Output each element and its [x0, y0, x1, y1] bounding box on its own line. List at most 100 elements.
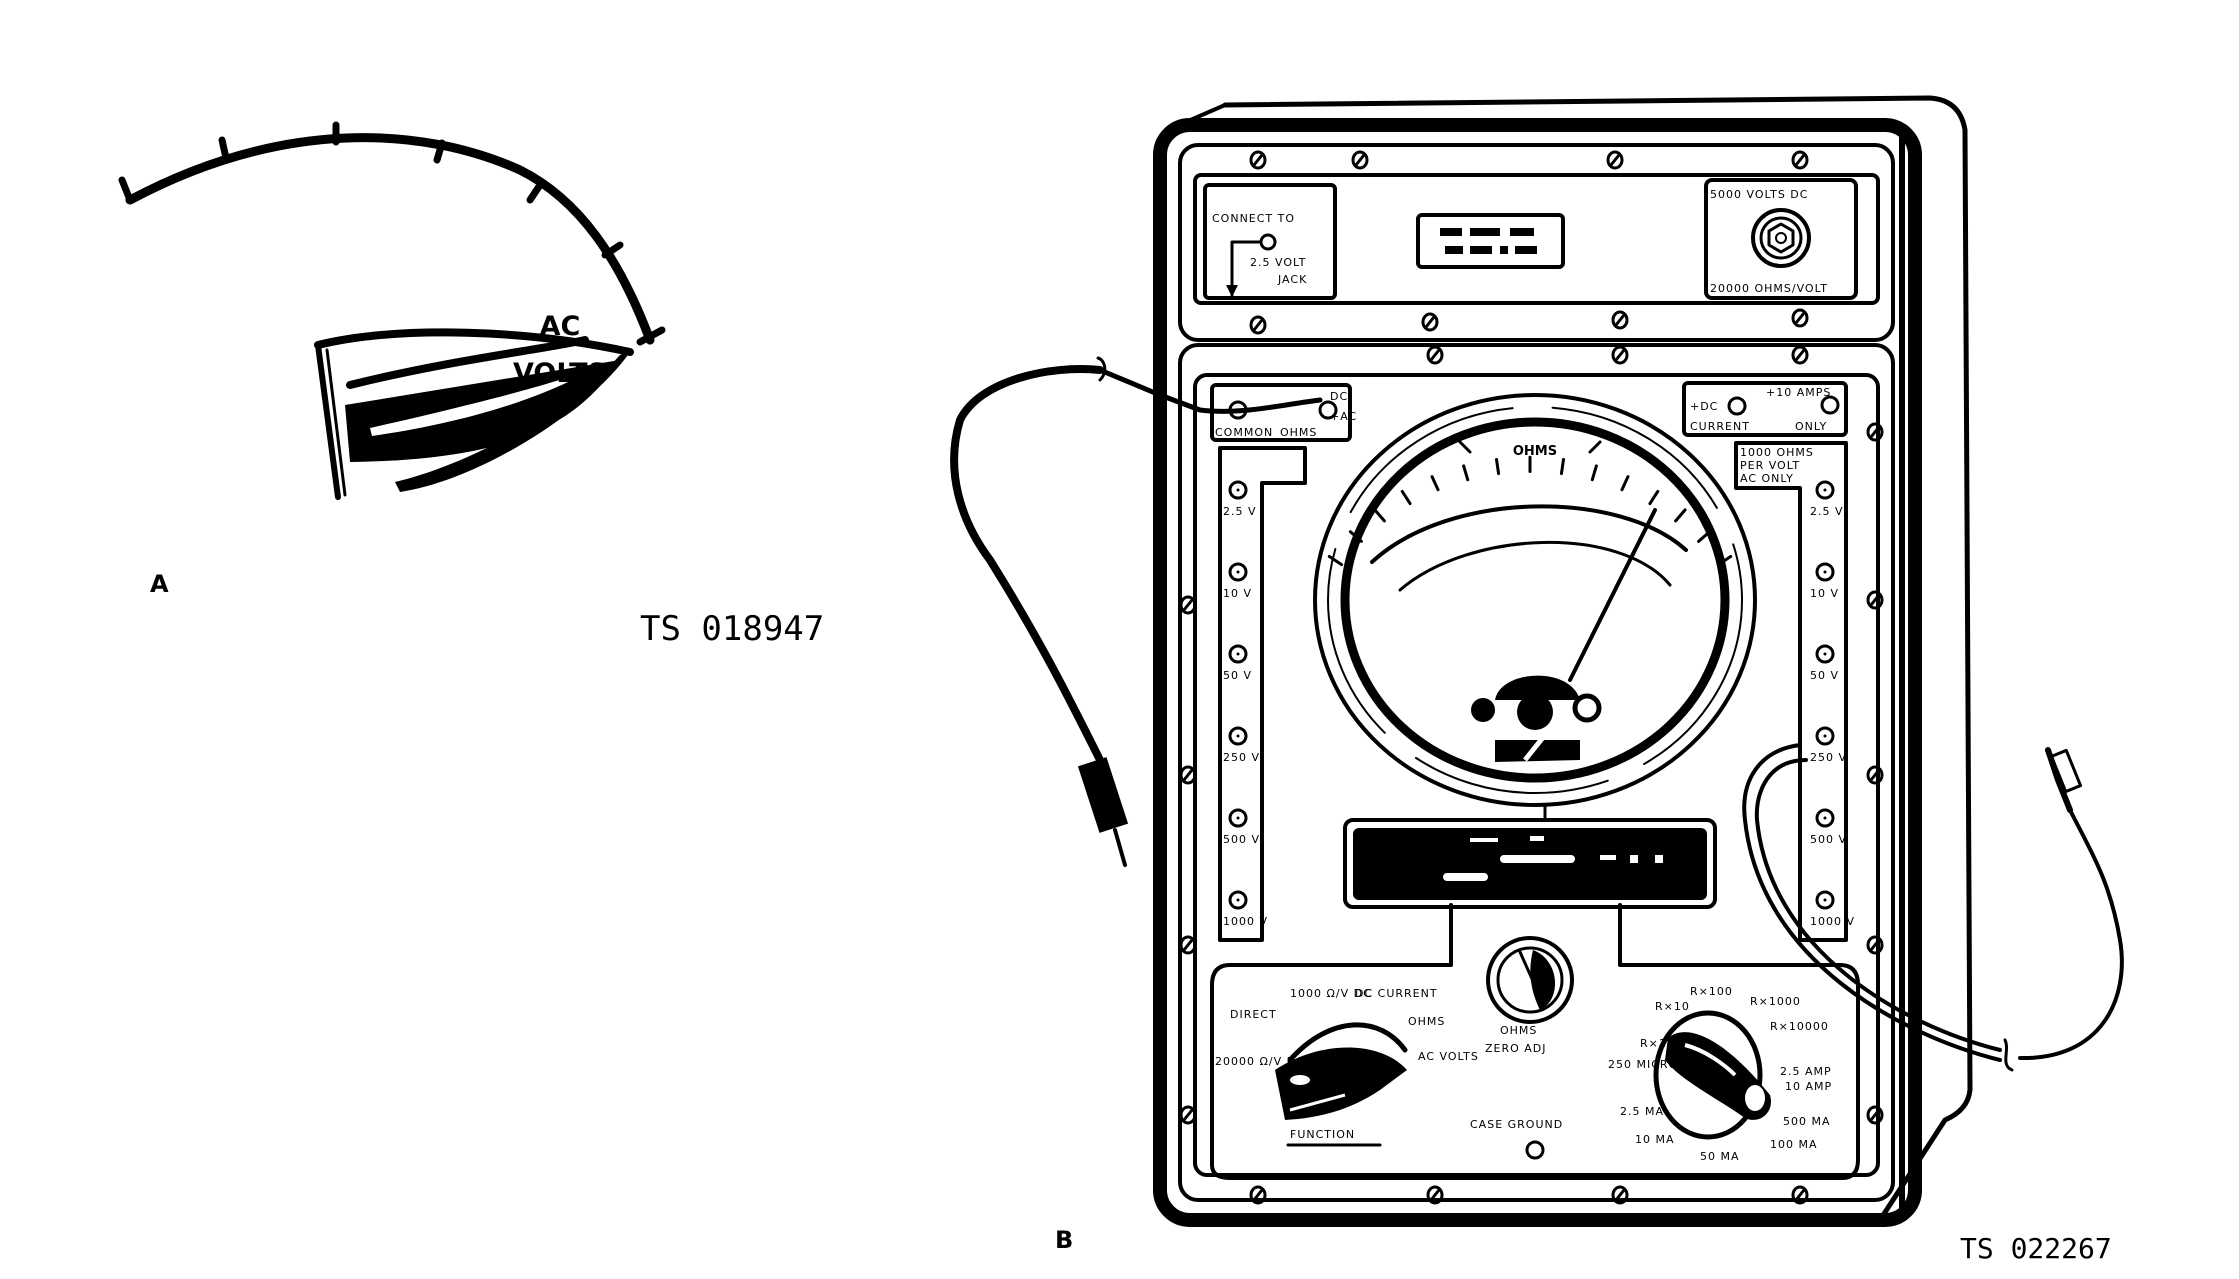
test-lead-right[interactable]: [1742, 743, 2124, 1072]
voltage-jack[interactable]: 10 V: [1810, 562, 1839, 600]
screw-icon: [1866, 765, 1884, 785]
screw-icon: [1866, 422, 1884, 442]
voltage-jack-label: 250 V: [1223, 751, 1260, 764]
screw-icon: [1179, 765, 1197, 785]
function-switch-title: FUNCTION: [1290, 1128, 1355, 1141]
voltage-jack-label: 2.5 V: [1810, 505, 1844, 518]
voltage-jack-label: 10 V: [1810, 587, 1839, 600]
range-position-label: R×1: [1640, 1037, 1667, 1050]
range-position-label: R×100: [1690, 985, 1733, 998]
screw-icon: [1791, 1185, 1809, 1205]
case-ground-label: CASE GROUND: [1470, 1118, 1563, 1131]
meter: OHMS: [1313, 393, 1757, 820]
dc-current-box: +DC +10 AMPS CURRENT ONLY: [1682, 381, 1848, 437]
voltage-jack[interactable]: 2.5 V: [1223, 480, 1257, 518]
function-pos-ac-volts: AC VOLTS: [1418, 1050, 1479, 1063]
hv-jack[interactable]: [1751, 208, 1811, 268]
meter-scale-label-ohms: OHMS: [1513, 444, 1557, 459]
jack-2-5v-top[interactable]: [1259, 233, 1277, 251]
screw-icon: [1866, 1105, 1884, 1125]
meter-tick: [1716, 555, 1733, 567]
current-label: CURRENT: [1690, 420, 1750, 433]
screw-icon: [1611, 1185, 1629, 1205]
screw-icon: [1426, 1185, 1444, 1205]
meter-ticks: [1327, 455, 1733, 567]
function-pos-1000-vdc: 1000 Ω/V DC: [1290, 987, 1372, 1000]
screw-icon: [1249, 150, 1267, 170]
dial-tick-marks: [118, 121, 666, 346]
range-switch-knob[interactable]: [1653, 1010, 1771, 1140]
ac-label: +AC: [1330, 410, 1357, 423]
meter-tick: [1430, 475, 1440, 492]
switch-panel: [1210, 963, 1860, 1180]
meter-tick: [1327, 555, 1344, 567]
screw-icon: [1179, 935, 1197, 955]
voltage-jack[interactable]: 50 V: [1223, 644, 1252, 682]
jack-dc-ac[interactable]: [1318, 400, 1338, 420]
range-position-label: 10 MA: [1635, 1133, 1675, 1146]
voltage-jack[interactable]: 500 V: [1223, 808, 1260, 846]
screw-icon: [1606, 150, 1624, 170]
range-position-label: 500 MA: [1783, 1115, 1831, 1128]
high-voltage-box: 5000 VOLTS DC 20000 OHMS/VOLT: [1704, 178, 1858, 300]
screw-icon: [1179, 595, 1197, 615]
dial-label-ac: AC: [540, 311, 581, 342]
screw-icon: [1611, 310, 1629, 330]
voltage-jack[interactable]: 250 V: [1223, 726, 1260, 764]
voltage-jack-label: 500 V: [1223, 833, 1260, 846]
voltage-jack[interactable]: 250 V: [1810, 726, 1847, 764]
ac-box-line1: 1000 OHMS: [1740, 446, 1814, 459]
voltage-jack[interactable]: 1000 V: [1223, 890, 1268, 928]
screw-icon: [1866, 935, 1884, 955]
right-jack-column: 2.5 V 10 V 50 V 250 V 500 V 1000 V: [1810, 480, 1855, 928]
screw-icon: [1791, 345, 1809, 365]
voltage-jack[interactable]: 500 V: [1810, 808, 1847, 846]
meter-tick: [1373, 508, 1386, 523]
function-switch-knob[interactable]: [1275, 1022, 1408, 1120]
jack-10-amps[interactable]: [1820, 395, 1840, 415]
connect-to-label: CONNECT TO: [1212, 212, 1295, 225]
range-position-label: R×10: [1655, 1000, 1690, 1013]
voltage-jack[interactable]: 1000 V: [1810, 890, 1855, 928]
case-side: [1222, 95, 1973, 1223]
voltage-jack[interactable]: 10 V: [1223, 562, 1252, 600]
screw-icon: [1791, 150, 1809, 170]
nameplate-bottom: [1343, 818, 1747, 967]
figure-b-label: B: [1055, 1226, 1073, 1254]
jack-label: JACK: [1277, 273, 1307, 286]
zero-adjust-label-1: OHMS: [1500, 1024, 1537, 1037]
function-pos-ohms: OHMS: [1408, 1015, 1445, 1028]
voltage-jack-label: 10 V: [1223, 587, 1252, 600]
meter-needle: [1568, 508, 1657, 682]
meter-movement: [1495, 675, 1580, 700]
range-position-label: 250 MICRO A: [1608, 1058, 1691, 1071]
case-ground-jack[interactable]: [1525, 1140, 1545, 1160]
voltage-jack[interactable]: 2.5 V: [1810, 480, 1844, 518]
function-pos-direct: DIRECT: [1230, 1008, 1277, 1021]
ohms-zero-adjust-knob[interactable]: [1486, 936, 1574, 1024]
plus-dc-label: +DC: [1690, 400, 1718, 413]
screw-icon: [1351, 150, 1369, 170]
connect-to-box: CONNECT TO 2.5 VOLT JACK: [1203, 183, 1337, 300]
meter-tick: [1348, 530, 1363, 543]
voltage-jack-label: 50 V: [1810, 669, 1839, 682]
meter-tick: [1559, 457, 1565, 476]
only-label: ONLY: [1795, 420, 1827, 433]
meter-tick: [1697, 530, 1712, 543]
ohms-jack-label: OHMS: [1280, 426, 1317, 439]
nameplate-top: [1416, 213, 1565, 269]
top-panel: [1178, 143, 1895, 342]
voltage-jack[interactable]: 50 V: [1810, 644, 1839, 682]
test-lead-left[interactable]: [950, 356, 1323, 867]
screw-icon: [1791, 308, 1809, 328]
voltage-jack-label: 1000 V: [1810, 915, 1855, 928]
screw-icon: [1179, 1105, 1197, 1125]
voltage-jack-label: 500 V: [1810, 833, 1847, 846]
zero-adjust-label-2: ZERO ADJ: [1485, 1042, 1547, 1055]
jack-plus-dc[interactable]: [1727, 396, 1747, 416]
left-jack-strip: [1218, 446, 1307, 942]
figure-b-code: TS 022267: [1960, 1232, 2112, 1265]
screw-icon: [1426, 345, 1444, 365]
